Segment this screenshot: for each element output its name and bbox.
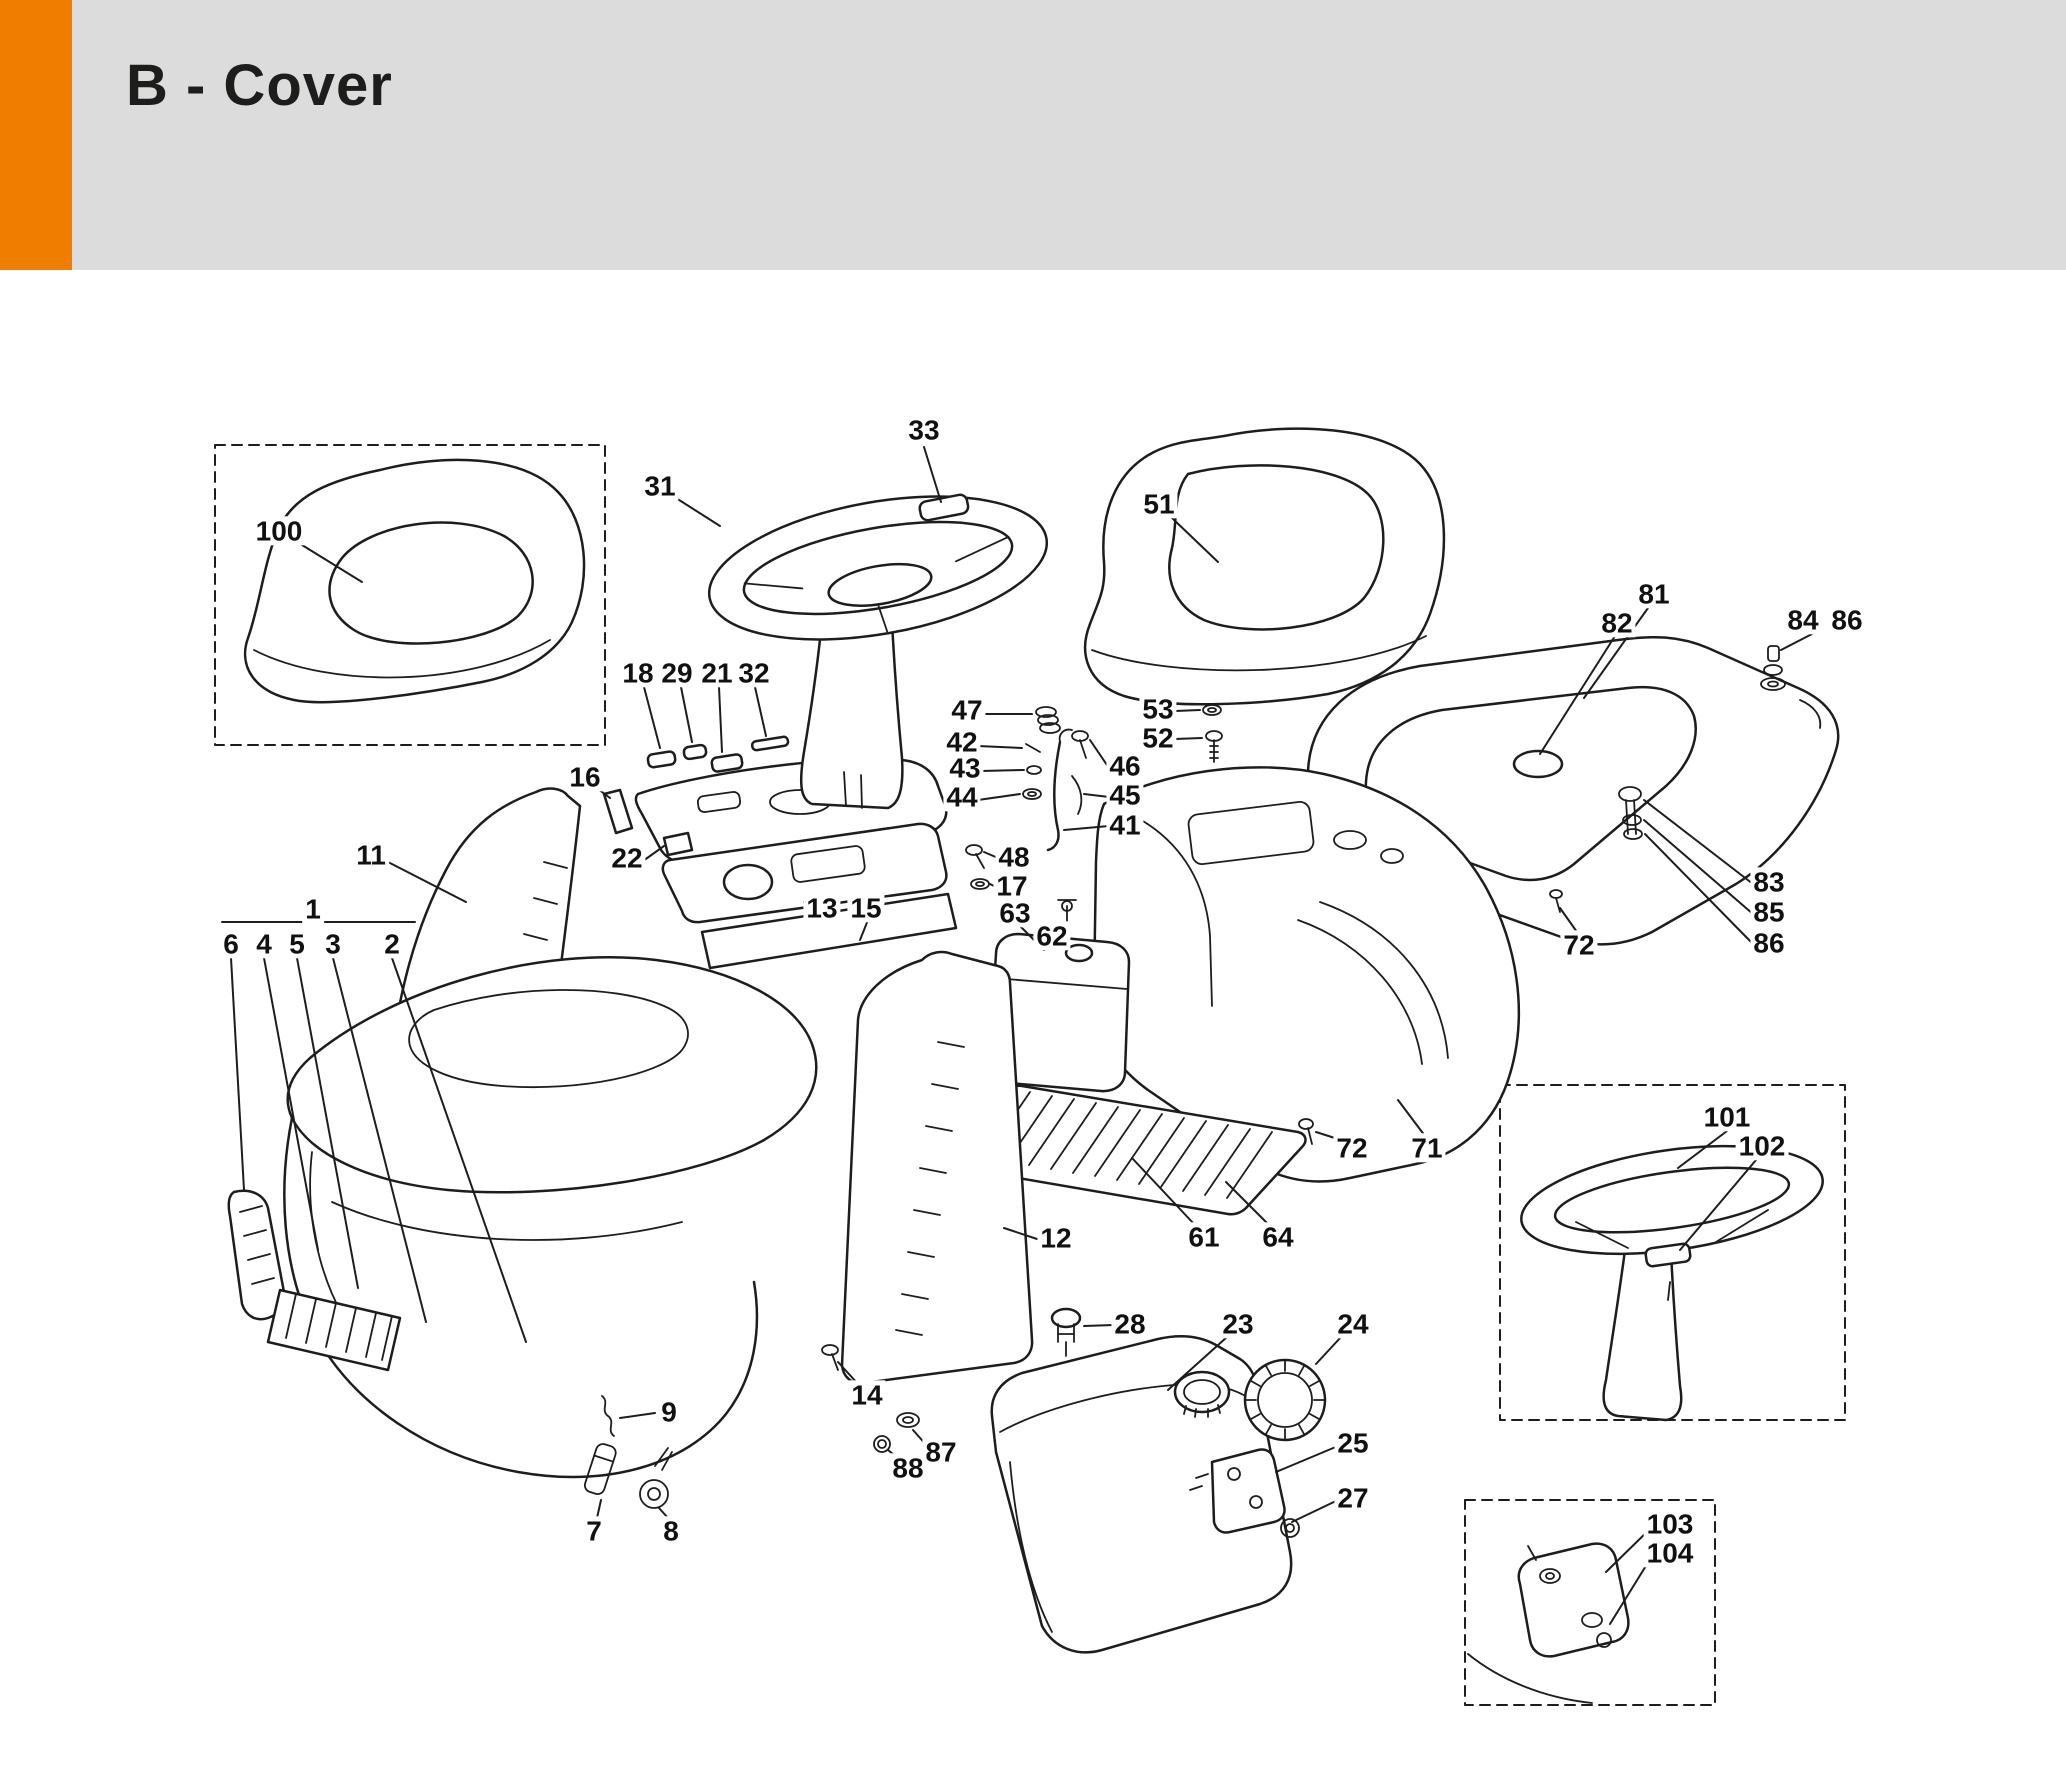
pin-9-drawing — [601, 1395, 615, 1437]
hardware-72-mid-drawing — [1298, 1118, 1314, 1145]
bolt-7-drawing — [583, 1443, 617, 1495]
bracket-small-drawing — [1467, 1542, 1630, 1704]
seat-left-drawing — [243, 458, 586, 704]
clip-62-drawing — [1057, 899, 1077, 923]
bracket-16-drawing — [602, 788, 634, 835]
hardware-72-right-drawing — [1549, 889, 1563, 913]
bracket-22-drawing — [662, 831, 694, 857]
seat-right-drawing — [1083, 427, 1446, 706]
side-panel-right-drawing — [840, 950, 1034, 1385]
hardware-14-87-88-drawing — [821, 1344, 920, 1453]
hardware-52-53-drawing — [1202, 704, 1223, 763]
front-hood-drawing — [227, 956, 818, 1479]
leader-lines — [221, 446, 1813, 1625]
dash-knobs-drawing — [646, 735, 790, 773]
hardware-41-48-drawing — [965, 706, 1089, 890]
hardware-7-8-9-drawing — [583, 1395, 673, 1509]
dash-panels-drawing — [602, 757, 958, 970]
screw-8-drawing — [639, 1447, 673, 1509]
hardware-83-85-86-drawing — [1618, 786, 1643, 840]
hardware-84-86-drawing — [1760, 645, 1786, 691]
steering-inset-box — [1499, 1084, 1846, 1421]
brand-accent-bar — [0, 0, 72, 270]
console-tank-drawing — [987, 899, 1131, 1093]
steering-cap-33-drawing — [918, 493, 970, 522]
steering-cap-102-drawing — [1644, 1242, 1692, 1268]
breather-cap-28-drawing — [1050, 1307, 1082, 1357]
page-title: B - Cover — [126, 53, 393, 118]
rear-body-drawing — [1092, 766, 1521, 1183]
fuel-cap-24-drawing — [1243, 1358, 1327, 1442]
tank-bracket-25-27-drawing — [1189, 1448, 1300, 1538]
steering-wheel-small-drawing — [1520, 1144, 1824, 1422]
fuel-tank-drawing — [990, 1307, 1327, 1654]
steering-wheel-drawing — [707, 493, 1049, 810]
page-header: B - Cover — [0, 0, 2066, 270]
bracket-inset-box — [1464, 1499, 1716, 1706]
seat-inset-box — [214, 444, 606, 746]
